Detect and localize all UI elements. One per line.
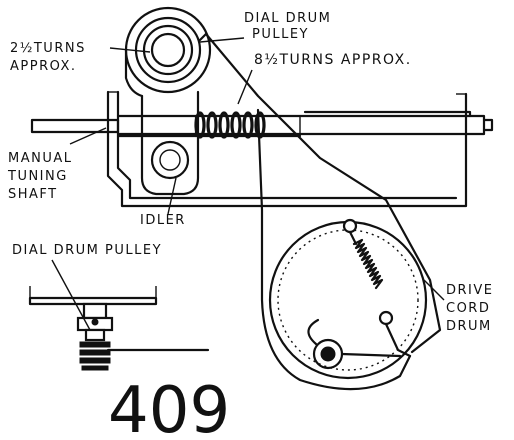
- shaft-cord-windings: [194, 111, 266, 139]
- label-drive-1: DRIVE: [446, 283, 493, 298]
- figure-number: 409: [108, 374, 230, 440]
- label-manual-1: MANUAL: [8, 151, 73, 166]
- dial-drum-pulley-detail: [28, 286, 210, 371]
- label-dial-drum-pulley-bottom: DIAL DRUM PULLEY: [12, 243, 162, 258]
- text-labels: DIAL DRUM PULLEY 2½TURNS APPROX. 8½TURNS…: [7, 11, 493, 440]
- leader-lines: [51, 37, 445, 331]
- label-drive-2: CORD: [446, 301, 490, 316]
- chassis-bracket: [106, 90, 468, 208]
- idler-pulley: [140, 90, 200, 196]
- label-dial-drum-pulley-top-1: DIAL DRUM: [244, 11, 331, 26]
- label-turns-left-2: APPROX.: [10, 59, 77, 74]
- label-idler: IDLER: [140, 213, 186, 228]
- label-drive-3: DRUM: [446, 319, 492, 334]
- label-manual-3: SHAFT: [8, 187, 58, 202]
- label-manual-2: TUNING: [7, 169, 68, 184]
- label-turns-left-1: 2½TURNS: [10, 41, 86, 56]
- drive-cord-drum: [268, 218, 428, 380]
- dial-drum-pulley-top: [124, 6, 212, 98]
- label-dial-drum-pulley-top-2: PULLEY: [252, 27, 309, 42]
- label-turns-right: 8½TURNS APPROX.: [254, 52, 412, 68]
- drive-cord: [204, 32, 442, 391]
